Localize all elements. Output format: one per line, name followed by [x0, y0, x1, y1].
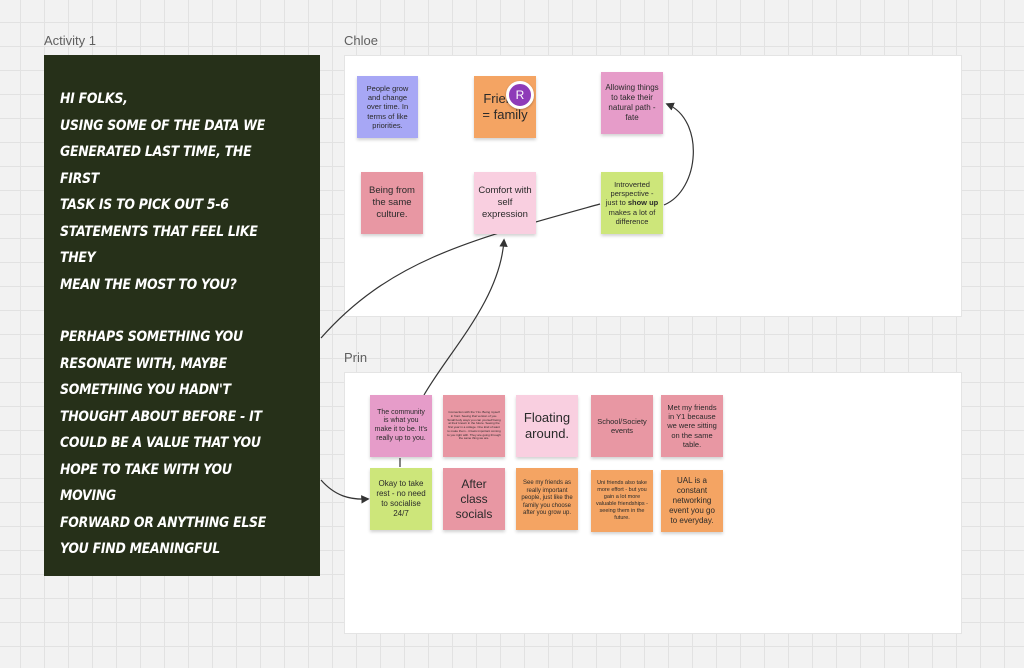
- frame-label-chloe[interactable]: Chloe: [344, 33, 378, 48]
- instruction-line: thought about before - it: [60, 408, 262, 425]
- instruction-line: resonate with, maybe: [60, 355, 227, 372]
- sticky-note-prin-6[interactable]: Okay to take rest - no need to socialise…: [370, 468, 432, 530]
- instruction-line: mean the most to you?: [60, 276, 237, 293]
- connector-community-to-comfort: [423, 238, 508, 396]
- instruction-line: you find meaningful: [60, 541, 220, 557]
- sticky-note-prin-2[interactable]: Connection with the Y1s. Being myself in…: [443, 395, 505, 457]
- instruction-line: Using some of the data we: [60, 117, 266, 134]
- sticky-note-prin-7[interactable]: After class socials: [443, 468, 505, 530]
- sticky-note-chloe-6[interactable]: Introverted perspective - just to show u…: [601, 172, 663, 234]
- instruction-line: statements that feel like they: [60, 223, 258, 267]
- instruction-line: something you hadn't: [60, 382, 231, 398]
- instruction-line: task is to pick out 5-6: [60, 197, 229, 213]
- sticky-note-prin-9[interactable]: Uni friends also take more effort - but …: [591, 470, 653, 532]
- sticky-note-text: Introverted perspective - just to show u…: [605, 179, 659, 227]
- instructions-text: Hi folks, Using some of the data we gene…: [60, 86, 280, 563]
- sticky-note-prin-3[interactable]: Floating around.: [516, 395, 578, 457]
- sticky-note-chloe-5[interactable]: Comfort with self expression: [474, 172, 536, 234]
- sticky-note-prin-4[interactable]: School/Society events: [591, 395, 653, 457]
- sticky-note-chloe-4[interactable]: Being from the same culture.: [361, 172, 423, 234]
- frame-label-prin[interactable]: Prin: [344, 350, 368, 365]
- instruction-line: forward or anything else: [60, 514, 267, 531]
- connector-panel-to-introverted: [320, 203, 601, 339]
- instruction-line: Perhaps something you: [60, 329, 243, 345]
- frame-label-activity[interactable]: Activity 1: [44, 33, 97, 48]
- sticky-note-prin-1[interactable]: The community is what you make it to be.…: [370, 395, 432, 457]
- connector-introverted-to-allowing: [663, 102, 694, 206]
- instruction-line: could be a value that you: [60, 435, 261, 451]
- instruction-line: generated last time, the first: [60, 144, 252, 187]
- sticky-note-chloe-1[interactable]: People grow and change over time. In ter…: [357, 76, 418, 138]
- collaborator-avatar[interactable]: R: [506, 81, 534, 109]
- instruction-line: hope to take with you moving: [60, 461, 232, 505]
- sticky-note-prin-8[interactable]: See my friends as really important peopl…: [516, 468, 578, 530]
- connector-panel-to-rest: [320, 479, 370, 504]
- instruction-line: Hi folks,: [60, 91, 128, 107]
- sticky-note-chloe-3[interactable]: Allowing things to take their natural pa…: [601, 72, 663, 134]
- sticky-note-prin-10[interactable]: UAL is a constant networking event you g…: [661, 470, 723, 532]
- instructions-panel[interactable]: [44, 55, 320, 576]
- sticky-note-prin-5[interactable]: Met my friends in Y1 because we were sit…: [661, 395, 723, 457]
